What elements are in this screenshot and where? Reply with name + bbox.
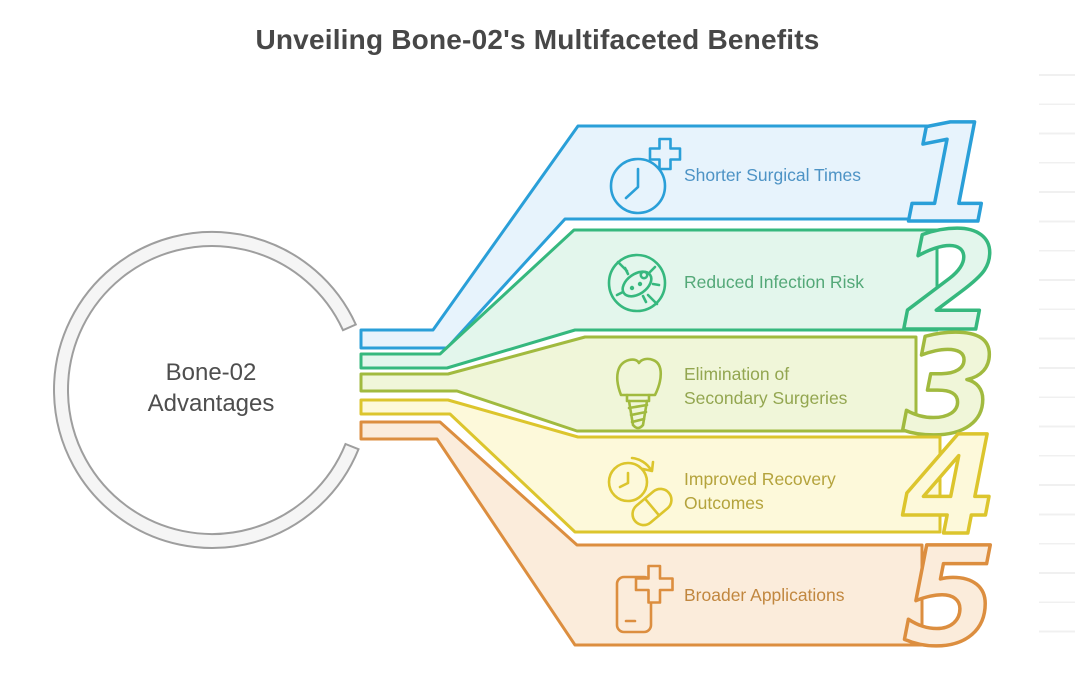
benefit-2-label-line1: Reduced Infection Risk	[684, 272, 864, 292]
central-ring	[53, 231, 360, 549]
page-title: Unveiling Bone-02's Multifaceted Benefit…	[255, 24, 820, 55]
benefit-3: 3 Elimination of Secondary Surgeries	[359, 306, 999, 468]
central-label-line1: Bone-02	[166, 359, 257, 386]
benefit-4-label-line1: Improved Recovery	[684, 469, 836, 489]
bacteria-dot	[629, 285, 635, 291]
bacteria-dot	[637, 281, 643, 287]
benefit-5: 5 Broader Applications	[359, 420, 999, 679]
benefit-4: 4 Improved Recovery Outcomes	[359, 398, 999, 568]
benefit-5-ribbon	[359, 420, 924, 647]
benefit-2-ribbon	[359, 228, 939, 370]
benefit-1-label-line1: Shorter Surgical Times	[684, 165, 861, 185]
central-label-line2: Advantages	[148, 390, 275, 417]
no-bacteria-icon	[607, 253, 667, 313]
benefit-3-label-line1: Elimination of	[684, 364, 789, 384]
benefit-1-ribbon	[359, 124, 949, 350]
plus-glyph	[648, 137, 682, 171]
dental-implant-icon	[615, 357, 663, 430]
benefit-4-ribbon	[359, 398, 942, 534]
plus-glyph	[634, 564, 674, 604]
benefit-4-label-line2: Outcomes	[684, 493, 764, 513]
recovery-clock-pill-icon	[607, 456, 673, 527]
benefit-4-number: 4	[902, 408, 998, 566]
surgical-timer-icon	[609, 137, 682, 215]
benefit-3-label-line2: Secondary Surgeries	[684, 388, 848, 408]
background-guide-lines	[1039, 74, 1075, 656]
benefit-5-number: 5	[903, 519, 998, 677]
benefit-3-ribbon	[359, 335, 918, 433]
benefit-5-label-line1: Broader Applications	[684, 585, 845, 605]
device-plus-icon	[615, 564, 674, 634]
